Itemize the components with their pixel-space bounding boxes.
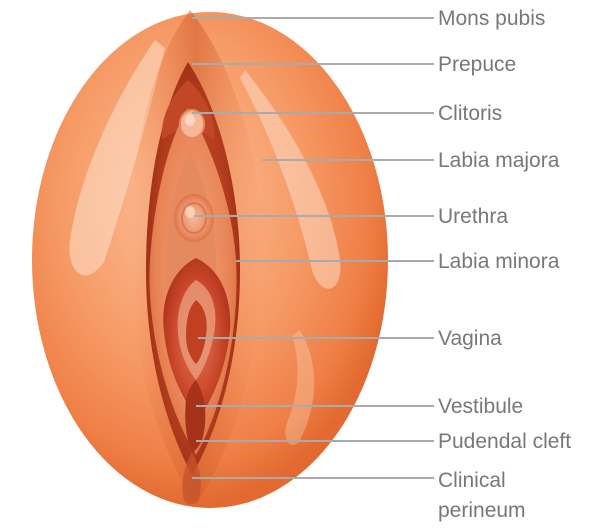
label-vagina: Vagina bbox=[438, 327, 502, 351]
label-clitoris: Clitoris bbox=[438, 102, 502, 126]
urethra-highlight bbox=[185, 206, 195, 218]
label-vestibule: Vestibule bbox=[438, 395, 523, 419]
label-labia-minora: Labia minora bbox=[438, 250, 559, 274]
label-pudendal-cleft: Pudendal cleft bbox=[438, 430, 571, 454]
urethra-shape bbox=[174, 194, 214, 242]
label-mons-pubis: Mons pubis bbox=[438, 7, 545, 31]
label-labia-majora: Labia majora bbox=[438, 149, 559, 173]
label-prepuce: Prepuce bbox=[438, 53, 516, 77]
label-clinical-perineum: Clinical perineum bbox=[438, 466, 526, 526]
clitoris-highlight bbox=[185, 114, 195, 126]
label-urethra: Urethra bbox=[438, 205, 508, 229]
